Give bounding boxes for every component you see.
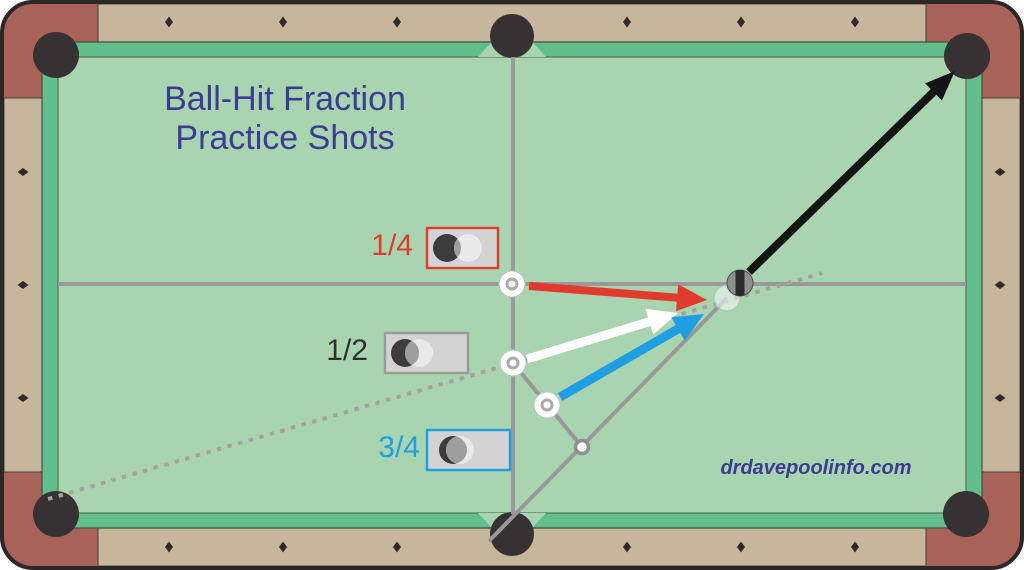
rail-diamond bbox=[737, 16, 745, 28]
rail-diamond bbox=[17, 168, 29, 176]
watermark-url: drdavepoolinfo.com bbox=[720, 457, 912, 479]
half-hit-label: 1/2 bbox=[326, 334, 368, 367]
rail-diamond bbox=[851, 16, 859, 28]
quarter-hit-arrow-shaft bbox=[528, 282, 684, 303]
diagram-title: Ball-Hit Fraction Practice Shots bbox=[60, 80, 510, 158]
straight-shot-marker bbox=[573, 438, 591, 456]
object-ball-path-arrow bbox=[746, 71, 955, 275]
side-pocket bbox=[490, 14, 534, 58]
three-quarter-hit-label: 3/4 bbox=[378, 431, 420, 464]
overlap-lens bbox=[446, 436, 467, 464]
object-ball-icon bbox=[433, 234, 461, 262]
fraction-legend bbox=[383, 331, 470, 375]
object-ball-path-arrow-shaft bbox=[746, 84, 941, 275]
three-quarter-hit-arrow-head bbox=[671, 314, 704, 341]
side-pocket bbox=[490, 512, 534, 556]
rail-diamond bbox=[994, 281, 1006, 289]
cue-ball bbox=[499, 349, 527, 377]
rail-diamond bbox=[279, 16, 287, 28]
fraction-legend bbox=[425, 226, 500, 270]
rail-diamond bbox=[165, 541, 173, 553]
overlap-lens bbox=[405, 339, 419, 367]
half-hit-arrow-head bbox=[645, 308, 678, 335]
corner-pocket bbox=[33, 491, 79, 537]
corner-pocket bbox=[33, 32, 79, 78]
quarter-hit-label: 1/4 bbox=[371, 229, 413, 262]
object-ball-path-arrow-head bbox=[925, 71, 955, 101]
three-quarter-hit-arrow-shaft bbox=[557, 322, 686, 401]
rail-diamond bbox=[851, 541, 859, 553]
object-ball-stripe bbox=[735, 270, 745, 296]
cue-ball-ring bbox=[505, 277, 519, 291]
rail-diamond bbox=[17, 281, 29, 289]
quarter-hit-arrow bbox=[528, 282, 707, 312]
rail-diamond bbox=[994, 394, 1006, 402]
cue-ball bbox=[533, 391, 561, 419]
cue-ball-ring bbox=[540, 398, 554, 412]
cue-ball bbox=[498, 270, 526, 298]
pocket-aim-line bbox=[487, 296, 729, 543]
corner-pocket bbox=[943, 491, 989, 537]
title-line-2: Practice Shots bbox=[175, 119, 395, 157]
rail-diamond bbox=[623, 541, 631, 553]
rail-diamond bbox=[17, 394, 29, 402]
rail-diamond bbox=[737, 541, 745, 553]
cue-ball-icon bbox=[454, 234, 482, 262]
rail-diamond bbox=[393, 541, 401, 553]
object-ball bbox=[726, 269, 754, 297]
rail-diamond bbox=[165, 16, 173, 28]
impact-direction-line bbox=[47, 271, 823, 501]
title-line-1: Ball-Hit Fraction bbox=[164, 80, 406, 118]
half-hit-arrow-shaft bbox=[525, 315, 657, 364]
quarter-hit-arrow-head bbox=[676, 284, 707, 312]
corner-pocket bbox=[944, 33, 990, 79]
cue-ball-ring bbox=[506, 356, 520, 370]
diagram-content bbox=[17, 14, 1006, 556]
rail-diamond bbox=[623, 16, 631, 28]
rail-diamond bbox=[279, 541, 287, 553]
rail-diamond bbox=[393, 16, 401, 28]
three-quarter-hit-arrow bbox=[557, 314, 704, 401]
half-hit-arrow bbox=[525, 308, 678, 364]
rail-diamond bbox=[994, 168, 1006, 176]
fraction-legend bbox=[425, 428, 512, 472]
